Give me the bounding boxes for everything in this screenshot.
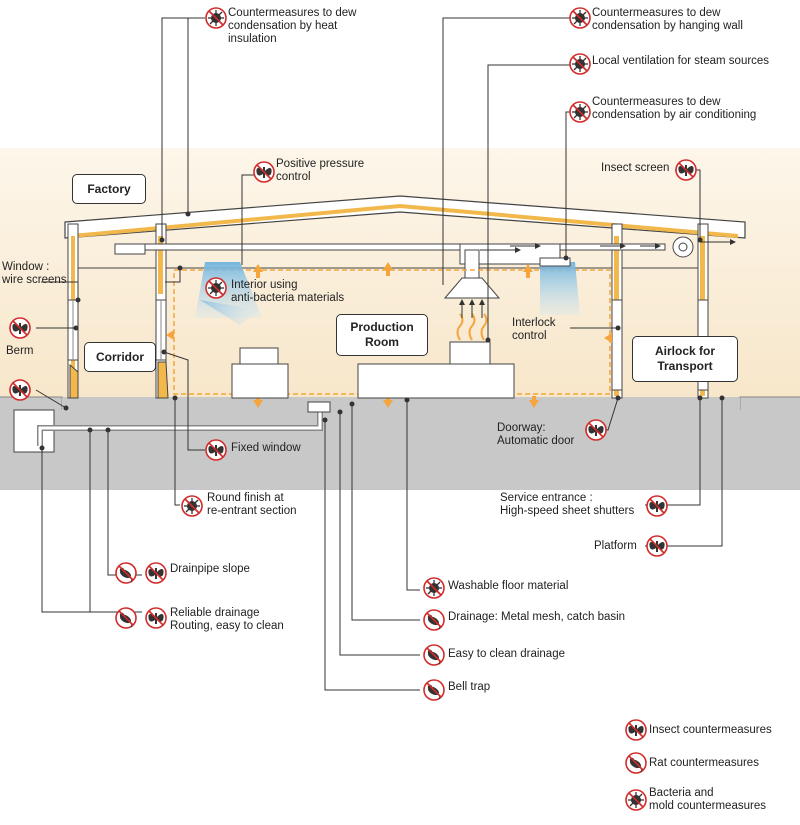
- legend-insect: Insect countermeasures: [649, 724, 772, 736]
- exhaust-hood: [443, 277, 501, 299]
- roof-outer: [64, 195, 746, 239]
- bacteria-icon: [569, 101, 591, 123]
- label-local-ventilation: Local ventilation for steam sources: [592, 55, 770, 67]
- label-window-screens: Window : wire screens: [2, 261, 67, 286]
- label-dew-insulation: Countermeasures to dew condensation by h…: [228, 7, 357, 45]
- insect-icon: [205, 439, 227, 461]
- bacteria-icon: [423, 577, 445, 599]
- production-room-box: Production Room: [336, 314, 428, 356]
- roof-insulation: [71, 203, 739, 238]
- label-service-entrance: Service entrance : High-speed sheet shut…: [500, 492, 635, 517]
- insect-icon: [585, 419, 607, 441]
- bacteria-icon: [205, 277, 227, 299]
- rat-icon: [423, 644, 445, 666]
- rat-icon: [423, 679, 445, 701]
- rat-icon: [625, 752, 647, 774]
- equipment-left: [231, 363, 289, 399]
- legend-bacteria: Bacteria and mold countermeasures: [649, 787, 766, 812]
- air-duct: [114, 243, 146, 255]
- label-drainage-mesh: Drainage: Metal mesh, catch basin: [448, 611, 626, 623]
- label-dew-air-conditioning: Countermeasures to dew condensation by a…: [592, 96, 757, 121]
- insect-icon: [145, 562, 167, 584]
- rat-icon: [115, 607, 137, 629]
- label-washable-floor: Washable floor material: [448, 580, 569, 592]
- airflow-right: [540, 262, 580, 315]
- label-interior-materials: Interior using anti-bacteria materials: [231, 279, 345, 304]
- bacteria-icon: [569, 53, 591, 75]
- label-berm: Berm: [6, 345, 34, 357]
- insect-icon: [9, 317, 31, 339]
- label-positive-pressure: Positive pressure control: [276, 158, 365, 183]
- airlock-box: Airlock for Transport: [632, 336, 738, 382]
- equipment-center: [357, 363, 515, 399]
- insect-icon: [145, 607, 167, 629]
- label-bell-trap: Bell trap: [448, 681, 491, 693]
- label-platform: Platform: [594, 540, 637, 552]
- factory-box: Factory: [72, 174, 146, 204]
- label-reliable-drainage: Reliable drainage Routing, easy to clean: [170, 607, 284, 632]
- berm: [69, 363, 79, 399]
- bacteria-icon: [181, 495, 203, 517]
- label-dew-hanging-wall: Countermeasures to dew condensation by h…: [592, 7, 743, 32]
- insect-icon: [675, 159, 697, 181]
- label-easy-drainage: Easy to clean drainage: [448, 648, 565, 660]
- insect-icon: [9, 379, 31, 401]
- label-round-finish: Round finish at re-entrant section: [207, 492, 297, 517]
- rat-icon: [423, 609, 445, 631]
- insect-icon: [253, 161, 275, 183]
- label-doorway: Doorway: Automatic door: [497, 422, 575, 447]
- legend-rat: Rat countermeasures: [649, 757, 759, 769]
- label-interlock: Interlock control: [512, 317, 556, 342]
- label-drainpipe-slope: Drainpipe slope: [170, 563, 250, 575]
- corridor-box: Corridor: [84, 342, 156, 372]
- insect-icon: [646, 495, 668, 517]
- bacteria-icon: [569, 7, 591, 29]
- insect-icon: [646, 535, 668, 557]
- bacteria-icon: [625, 789, 647, 811]
- label-fixed-window: Fixed window: [231, 442, 301, 454]
- rat-icon: [115, 562, 137, 584]
- bacteria-icon: [205, 7, 227, 29]
- label-insect-screen: Insect screen: [601, 162, 670, 174]
- insect-icon: [625, 719, 647, 741]
